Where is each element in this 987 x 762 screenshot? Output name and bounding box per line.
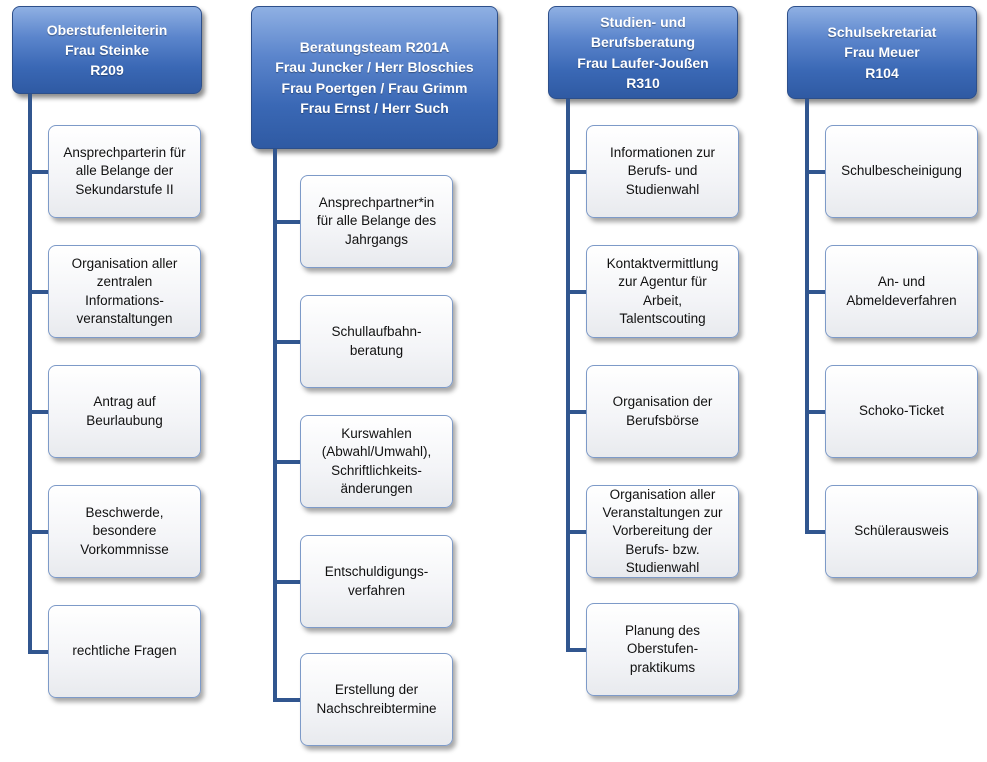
header-line: Frau Laufer-Joußen xyxy=(577,54,709,71)
connector-branch xyxy=(28,290,48,294)
header-line: Frau Juncker / Herr Bloschies xyxy=(275,59,474,76)
connector-branch xyxy=(805,290,825,294)
connector-trunk xyxy=(28,94,32,654)
connector-branch xyxy=(566,530,586,534)
connector-branch xyxy=(805,410,825,414)
connector-branch xyxy=(28,170,48,174)
connector-branch xyxy=(273,340,300,344)
connector-trunk xyxy=(566,99,570,652)
header-line: R209 xyxy=(90,62,124,79)
connector-branch xyxy=(28,650,48,654)
header-beratungsteam: Beratungsteam R201A Frau Juncker / Herr … xyxy=(251,6,498,149)
role-box: rechtliche Fragen xyxy=(48,605,201,698)
header-line: Oberstufenleiterin xyxy=(46,21,168,38)
connector-branch xyxy=(273,220,300,224)
header-line: R310 xyxy=(626,74,660,91)
role-box: Kurswahlen (Abwahl/Umwahl), Schriftlichk… xyxy=(300,415,453,508)
connector-branch xyxy=(566,410,586,414)
role-box: Kontaktvermittlung zur Agentur für Arbei… xyxy=(586,245,739,338)
header-line: Frau Meuer xyxy=(844,44,920,61)
role-box: An- und Abmeldeverfahren xyxy=(825,245,978,338)
role-box: Beschwerde, besondere Vorkommnisse xyxy=(48,485,201,578)
role-box: Ansprechpartner*in für alle Belange des … xyxy=(300,175,453,268)
role-box: Organisation der Berufsbörse xyxy=(586,365,739,458)
role-box: Schulbescheinigung xyxy=(825,125,978,218)
connector-branch xyxy=(805,170,825,174)
connector-branch xyxy=(805,530,825,534)
connector-branch xyxy=(28,410,48,414)
connector-branch xyxy=(273,698,300,702)
role-box: Erstellung der Nachschreibtermine xyxy=(300,653,453,746)
connector-branch xyxy=(566,170,586,174)
connector-branch xyxy=(273,460,300,464)
role-box: Antrag auf Beurlaubung xyxy=(48,365,201,458)
role-box: Organisation aller zentralen Information… xyxy=(48,245,201,338)
header-line: Berufsberatung xyxy=(590,34,696,51)
role-box: Organisation aller Veranstaltungen zur V… xyxy=(586,485,739,578)
header-studienberatung: Studien- und Berufsberatung Frau Laufer-… xyxy=(548,6,738,99)
header-line: R104 xyxy=(865,64,899,81)
header-line: Studien- und xyxy=(600,13,686,30)
connector-trunk xyxy=(273,149,277,702)
role-box: Informationen zur Berufs- und Studienwah… xyxy=(586,125,739,218)
header-line: Frau Ernst / Herr Such xyxy=(300,99,449,116)
role-box: Schullaufbahn- beratung xyxy=(300,295,453,388)
connector-branch xyxy=(566,648,586,652)
connector-trunk xyxy=(805,99,809,534)
role-box: Planung des Oberstufen- praktikums xyxy=(586,603,739,696)
header-line: Beratungsteam R201A xyxy=(299,38,450,55)
connector-branch xyxy=(273,580,300,584)
header-schulsekretariat: Schulsekretariat Frau Meuer R104 xyxy=(787,6,977,99)
role-box: Schülerausweis xyxy=(825,485,978,578)
role-box: Ansprechparterin für alle Belange der Se… xyxy=(48,125,201,218)
role-box: Entschuldigungs- verfahren xyxy=(300,535,453,628)
header-line: Frau Steinke xyxy=(64,41,150,58)
header-line: Schulsekretariat xyxy=(827,24,937,41)
header-line: Frau Poertgen / Frau Grimm xyxy=(281,79,468,96)
connector-branch xyxy=(566,290,586,294)
role-box: Schoko-Ticket xyxy=(825,365,978,458)
header-oberstufenleitung: Oberstufenleiterin Frau Steinke R209 xyxy=(12,6,202,94)
connector-branch xyxy=(28,530,48,534)
